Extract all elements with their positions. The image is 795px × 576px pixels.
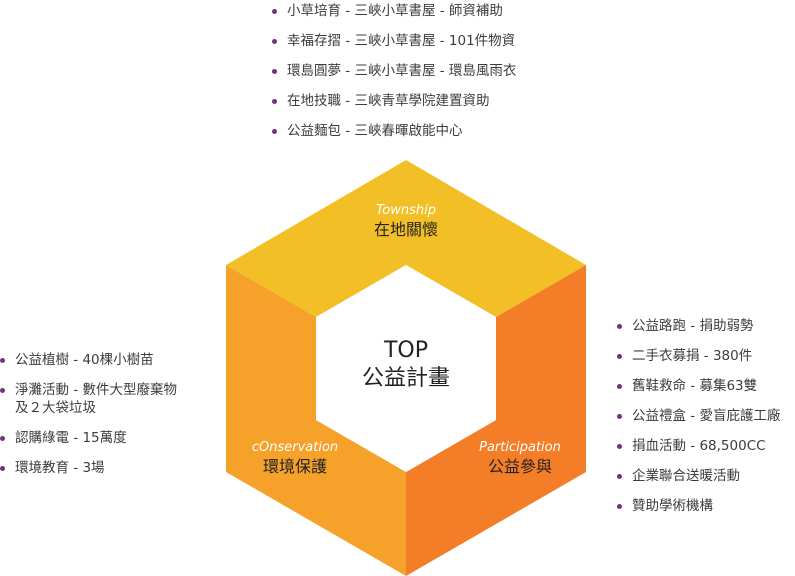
center-title-en: TOP (383, 338, 429, 363)
bullet-icon (617, 384, 622, 389)
bullet-icon (272, 99, 277, 104)
list-item: 環島圓夢 - 三峽小草書屋 - 環島風雨衣 (272, 62, 516, 80)
list-item: 捐血活動 - 68,500CC (617, 437, 780, 455)
bullet-icon (272, 69, 277, 74)
list-item: 贊助學術機構 (617, 497, 780, 515)
list-item: 二手衣募捐 - 380件 (617, 347, 780, 365)
list-item: 公益麵包 - 三峽春暉啟能中心 (272, 122, 516, 140)
township-label: Township 在地關懷 (374, 203, 438, 241)
township-label-zh: 在地關懷 (373, 220, 439, 239)
list-item: 企業聯合送暖活動 (617, 467, 780, 485)
bullet-icon (272, 9, 277, 14)
bullet-icon (0, 436, 5, 441)
list-item: 幸福存摺 - 三峽小草書屋 - 101件物資 (272, 32, 516, 50)
conservation-label: cOnservation 環境保護 (252, 440, 338, 478)
list-item-continuation: 及２大袋垃圾 (15, 400, 96, 416)
participation-items-list: 公益路跑 - 捐助弱勢 二手衣募捐 - 380件 舊鞋救命 - 募集63雙 公益… (617, 317, 780, 527)
bullet-icon (0, 358, 5, 363)
bullet-icon (617, 354, 622, 359)
bullet-icon (617, 324, 622, 329)
conservation-label-zh: 環境保護 (262, 457, 328, 476)
conservation-label-en: cOnservation (251, 440, 339, 455)
township-segment (226, 160, 586, 317)
township-items-list: 小草培育 - 三峽小草書屋 - 師資補助 幸福存摺 - 三峽小草書屋 - 101… (272, 2, 516, 152)
bullet-icon (0, 466, 5, 471)
conservation-items-list: 公益植樹 - 40棵小樹苗 淨灘活動 - 數件大型廢棄物 及２大袋垃圾 認購綠電… (0, 351, 177, 489)
participation-label-en: Participation (479, 440, 561, 455)
township-label-en: Township (375, 203, 437, 218)
center-title: TOP 公益計畫 (362, 337, 450, 393)
list-item: 公益路跑 - 捐助弱勢 (617, 317, 780, 335)
center-title-zh: 公益計畫 (361, 366, 451, 391)
bullet-icon (272, 129, 277, 134)
center-hexagon (316, 265, 496, 472)
conservation-segment (226, 265, 406, 576)
list-item: 淨灘活動 - 數件大型廢棄物 (0, 381, 177, 399)
participation-label-zh: 公益參與 (487, 457, 552, 476)
list-item: 公益禮盒 - 愛盲庇護工廠 (617, 407, 780, 425)
bullet-icon (617, 474, 622, 479)
list-item: 小草培育 - 三峽小草書屋 - 師資補助 (272, 2, 516, 20)
list-item: 在地技職 - 三峽青草學院建置資助 (272, 92, 516, 110)
participation-segment (406, 265, 586, 576)
list-item: 環境教育 - 3場 (0, 459, 177, 477)
list-item: 舊鞋救命 - 募集63雙 (617, 377, 780, 395)
list-item: 認購綠電 - 15萬度 (0, 429, 177, 447)
bullet-icon (272, 39, 277, 44)
bullet-icon (617, 504, 622, 509)
bullet-icon (617, 414, 622, 419)
list-item: 公益植樹 - 40棵小樹苗 (0, 351, 177, 369)
participation-label: Participation 公益參與 (479, 440, 561, 478)
bullet-icon (0, 388, 5, 393)
bullet-icon (617, 444, 622, 449)
